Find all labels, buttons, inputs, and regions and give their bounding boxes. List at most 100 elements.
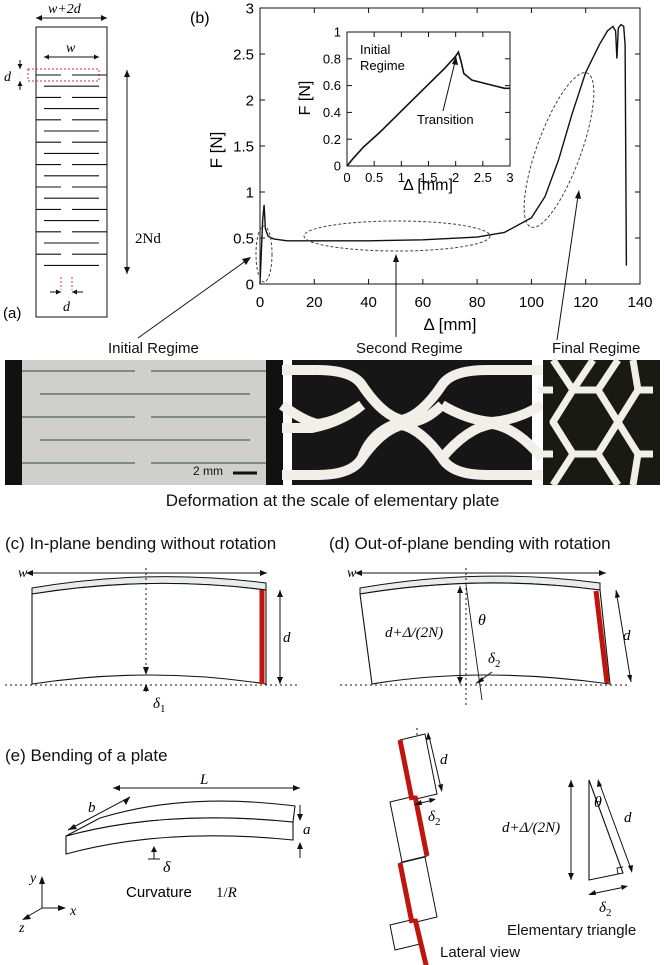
x-tick-label: 60 (415, 294, 432, 311)
initial-regime-photo: 2 mm (5, 360, 283, 485)
y-tick-label: 2 (246, 92, 254, 109)
scale-bar-label: 2 mm (193, 464, 223, 478)
x-tick-label: 20 (306, 294, 323, 311)
panel-a-label: (a) (3, 305, 21, 322)
y-tick-label: 1 (334, 25, 341, 40)
lateral-d-label: d (440, 752, 448, 768)
inset-annot-initial-2: Regime (360, 58, 405, 73)
e-a-label: a (303, 822, 311, 838)
x-tick-label: 0.5 (365, 170, 383, 185)
triangle-caption: Elementary triangle (507, 922, 637, 939)
panel-b-chart: (b) 0 20 40 60 80 100 120 140 0 0.5 1 1.5 2 2.5 3 F [N… (137, 0, 653, 341)
e-curvature-formula: 1/R (216, 885, 237, 901)
y-tick-label: 2.5 (233, 46, 254, 63)
panel-b-label: (b) (190, 10, 210, 27)
second-regime-label: Second Regime (356, 340, 463, 357)
y-tick-label: 0.4 (323, 105, 341, 120)
y-tick-label: 0.2 (323, 132, 341, 147)
x-tick-label: 2.5 (474, 170, 492, 185)
panel-e-diagram: L b a δ Curvature 1/R y x z (18, 772, 311, 936)
x-tick-label: 80 (469, 294, 486, 311)
y-tick-label: 0.5 (233, 230, 254, 247)
d-red-edge (593, 590, 610, 684)
2nd-label: 2Nd (135, 231, 161, 247)
y-tick-label: 0 (246, 276, 254, 293)
top-dim-label: w+2d (48, 2, 82, 17)
main-axis-ticks: 0 20 40 60 80 100 120 140 0 0.5 1 1.5 2 2.5 3 (233, 0, 652, 311)
triangle-delta-label: δ2 (599, 900, 611, 919)
x-tick-label: 1.5 (419, 170, 437, 185)
transition-arrow (442, 61, 456, 112)
x-tick-label: 40 (360, 294, 377, 311)
main-x-label: Δ [mm] (424, 315, 477, 334)
d-w-label: w (347, 566, 357, 581)
y-tick-label: 0.6 (323, 78, 341, 93)
inset-x-label: Δ [mm] (403, 177, 453, 194)
d-plate-body (359, 582, 611, 685)
lateral-red-edge-1 (397, 739, 415, 801)
triangle-shape (588, 779, 624, 881)
initial-arrow (137, 259, 248, 339)
e-curvature-label: Curvature (126, 884, 192, 901)
slit-pattern (36, 74, 107, 266)
panel-d-diagram: w d d+Δ/(2N) θ δ2 (340, 566, 632, 705)
y-tick-label: 0 (334, 159, 341, 174)
triangle-height-label: d+Δ/(2N) (502, 820, 560, 836)
c-d-label: d (283, 630, 291, 646)
w-label: w (66, 41, 76, 56)
main-force-curve (259, 23, 628, 285)
main-y-label: F [N] (207, 132, 226, 169)
final-region-ellipse (523, 72, 595, 228)
inset-y-label: F [N] (297, 81, 314, 116)
panel-c-title: (c) In-plane bending without rotation (5, 534, 277, 553)
d-height-label: d+Δ/(2N) (385, 625, 443, 641)
y-tick-label: 1 (246, 184, 254, 201)
plate-outline (35, 26, 108, 318)
triangle-theta-label: θ (594, 794, 602, 811)
d-label-bottom: d (63, 300, 71, 315)
inset-plot-frame (346, 31, 511, 167)
e-L-label: L (199, 772, 208, 788)
x-tick-label: 1 (398, 170, 405, 185)
d-theta-label: θ (478, 612, 486, 629)
photos-caption: Deformation at the scale of elementary p… (165, 491, 500, 510)
panel-a-schematic: w+2d w d 2Nd d (a) (3, 2, 161, 322)
initial-region-ellipse (255, 225, 273, 283)
c-plate-body (31, 582, 267, 685)
y-tick-label: 3 (246, 0, 254, 17)
e-axis-x: x (69, 904, 77, 919)
e-axis-y: y (28, 871, 37, 886)
x-tick-label: 3 (506, 170, 513, 185)
c-w-label: w (18, 566, 28, 581)
final-regime-photo (538, 358, 660, 487)
panel-e-title: (e) Bending of a plate (5, 746, 168, 765)
panel-c-diagram: w d δ1 (5, 566, 300, 715)
lateral-delta-label: δ2 (428, 809, 440, 828)
x-tick-label: 2 (452, 170, 459, 185)
inset-annot-initial-1: Initial (360, 42, 390, 57)
x-tick-label: 120 (573, 294, 598, 311)
final-arrow (556, 195, 579, 341)
x-tick-label: 140 (627, 294, 652, 311)
initial-regime-label: Initial Regime (108, 340, 199, 357)
final-regime-label: Final Regime (552, 340, 641, 357)
triangle-diagram: d+Δ/(2N) θ d δ2 (502, 779, 633, 919)
e-axis-z: z (18, 921, 25, 936)
second-region-ellipse (303, 220, 491, 252)
e-plate-top (65, 800, 296, 837)
inset-force-curve (346, 50, 510, 167)
triangle-d-label: d (624, 810, 632, 826)
lateral-caption: Lateral view (440, 944, 521, 961)
c-delta-label: δ1 (153, 696, 165, 715)
y-tick-label: 0.8 (323, 51, 341, 66)
inset-annot-transition: Transition (417, 112, 474, 127)
e-delta-label: δ (163, 859, 171, 876)
d-label-left: d (4, 70, 12, 85)
x-tick-label: 100 (519, 294, 544, 311)
y-tick-label: 1.5 (233, 138, 254, 155)
panel-d-title: (d) Out-of-plane bending with rotation (329, 534, 611, 553)
d-d-label: d (623, 628, 631, 644)
